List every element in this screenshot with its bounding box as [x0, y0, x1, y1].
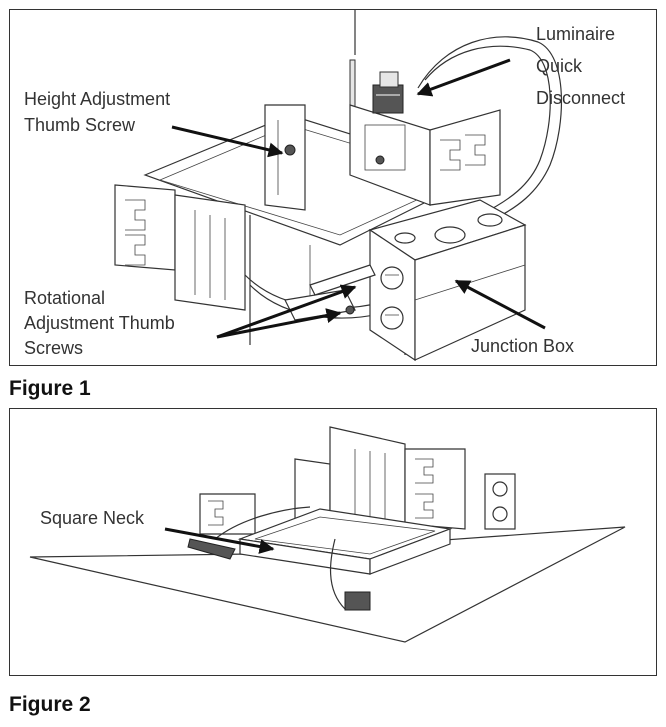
- label-square-neck: Square Neck: [40, 508, 145, 528]
- label-rotational-line3: Screws: [24, 338, 83, 358]
- label-height-line2: Thumb Screw: [24, 115, 136, 135]
- label-rotational-line1: Rotational: [24, 288, 105, 308]
- arrow-junction-box: [454, 279, 546, 330]
- hanging-cable: [329, 538, 371, 611]
- arrow-quick-disconnect: [416, 58, 511, 97]
- label-luminaire-line2: Quick: [536, 56, 583, 76]
- figure-2-caption: Figure 2: [9, 693, 91, 716]
- quick-disconnect-connector: [372, 71, 404, 114]
- arrow-rotational-screw-lower: [216, 308, 342, 339]
- figure-1-illustration: Luminaire Quick Disconnect Height Adjust…: [24, 10, 625, 362]
- arrow-height-screw: [171, 125, 284, 158]
- label-luminaire-line3: Disconnect: [536, 88, 625, 108]
- label-rotational-line2: Adjustment Thumb: [24, 313, 175, 333]
- figure-1-caption: Figure 1: [9, 377, 91, 400]
- rotational-screw-assembly: [284, 264, 376, 321]
- arrow-square-neck: [164, 527, 275, 554]
- label-junction-box: Junction Box: [471, 336, 574, 356]
- figure-2-illustration: Square Neck: [29, 426, 626, 643]
- arrow-rotational-screw-upper: [216, 284, 357, 339]
- flex-conduit: [417, 36, 563, 223]
- leader-arrows: [171, 58, 546, 339]
- figure-2-panel: Square Neck: [9, 408, 657, 676]
- figure-1-panel: Luminaire Quick Disconnect Height Adjust…: [9, 9, 657, 366]
- ceiling-plane: [29, 526, 626, 643]
- label-luminaire-line1: Luminaire: [536, 24, 615, 44]
- frame-body: [114, 10, 501, 355]
- label-height-line1: Height Adjustment: [24, 89, 170, 109]
